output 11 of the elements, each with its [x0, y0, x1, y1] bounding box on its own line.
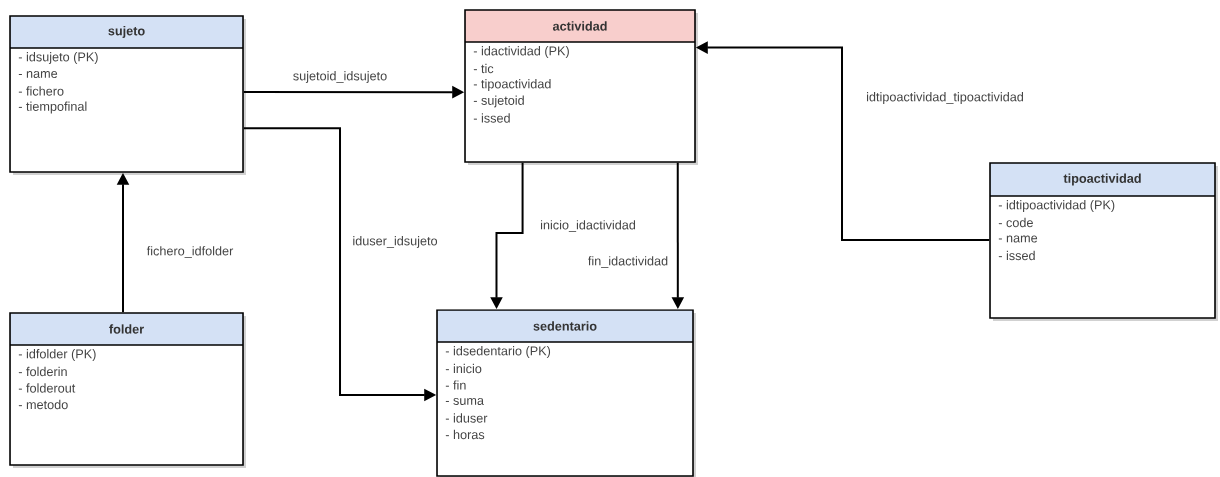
table-box: tipoactividad - idtipoactividad (PK) - code - name - issed [989, 162, 1218, 321]
edge-label: fin_idactividad [586, 254, 670, 270]
edge-label: sujetoid_idsujeto [291, 69, 389, 85]
table-box: sujeto - idsujeto (PK) - name - fichero - tiempofinal [9, 15, 246, 175]
table-box: sedentario - idsedentario (PK) - inicio - fin - suma - iduser - horas [436, 309, 696, 477]
edge-label: fichero_idfolder [145, 244, 235, 260]
edge-label: inicio_idactividad [538, 218, 638, 234]
table-box: actividad - idactividad (PK) - tic - tipoactividad - sujetoid - issed [464, 9, 698, 165]
table-box: folder - idfolder (PK) - folderin - folderout - metodo [9, 312, 246, 468]
edge-label: iduser_idsujeto [351, 234, 439, 250]
edge-label: idtipoactividad_tipoactividad [864, 90, 1026, 106]
